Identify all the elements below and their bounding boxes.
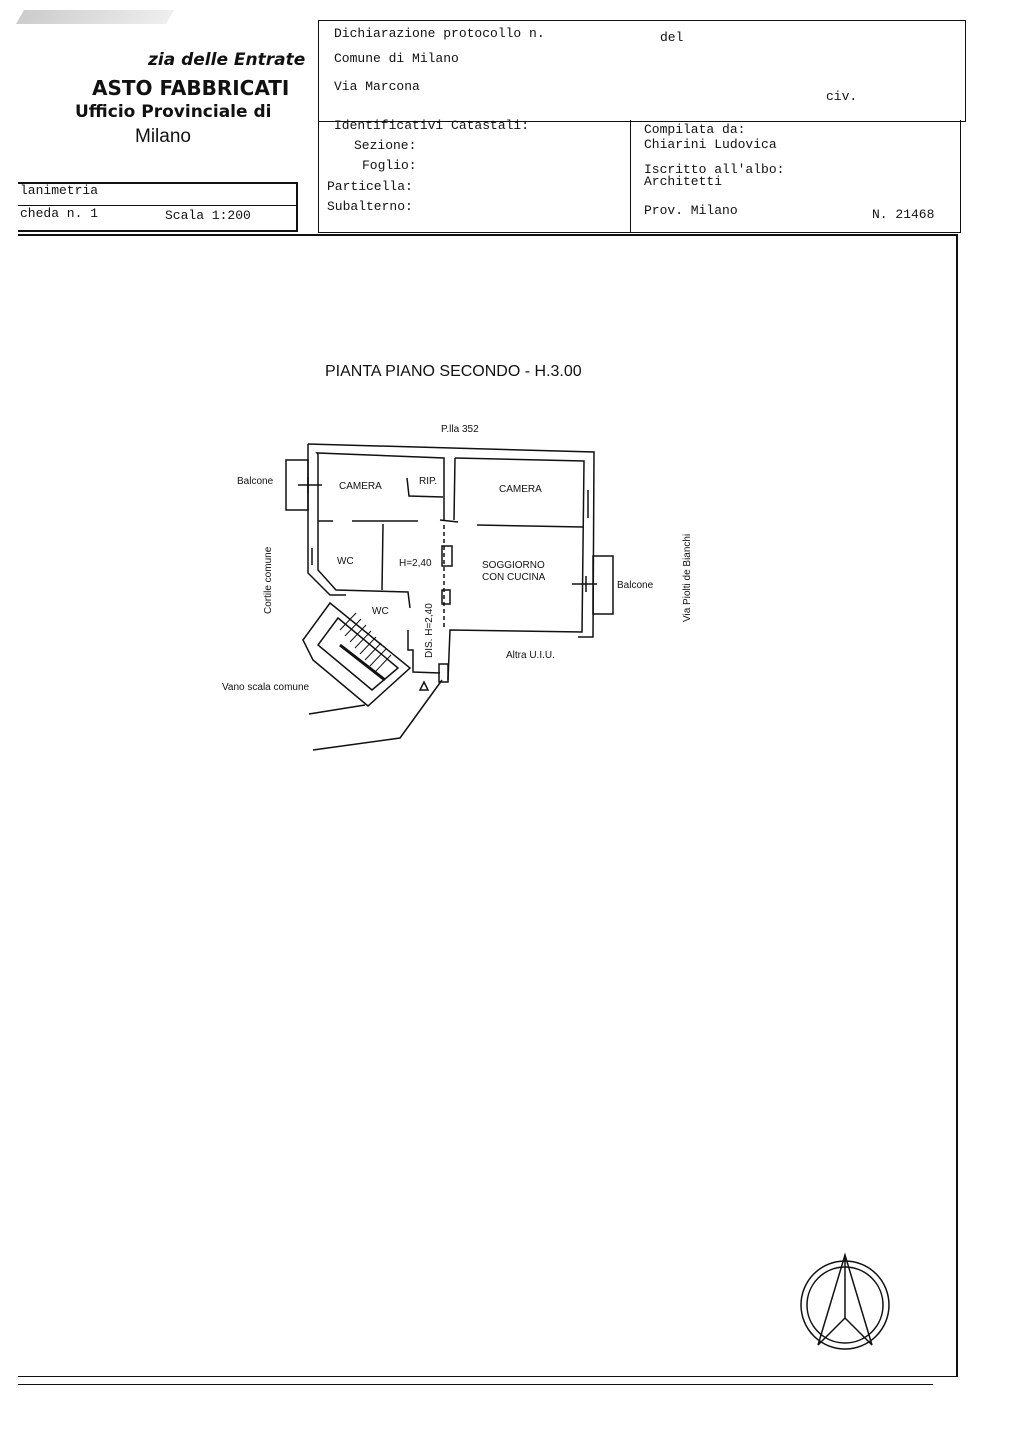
declaration-box: [318, 20, 966, 122]
room-rip: RIP.: [419, 476, 437, 487]
identificativi-label: Identificativi Catastali:: [334, 118, 530, 133]
plot-number: P.lla 352: [441, 424, 479, 435]
plan-type-divider: [18, 205, 296, 206]
agency-name: zia delle Entrate: [148, 50, 306, 70]
albo-value: Architetti: [644, 174, 723, 189]
via: Via Marcona: [334, 79, 420, 94]
subalterno-label: Subalterno:: [327, 199, 413, 214]
agency-office: Ufficio Provinciale di: [75, 102, 272, 122]
room-dis: DIS. H=2,40: [424, 603, 435, 658]
label-balcone-right: Balcone: [617, 580, 654, 591]
corridor-height: H=2,40: [399, 558, 432, 569]
room-soggiorno-1: SOGGIORNO: [482, 560, 545, 571]
cadastral-divider: [630, 120, 631, 232]
room-wc-upper: WC: [337, 556, 354, 567]
sezione-label: Sezione:: [354, 138, 417, 153]
province: Prov. Milano: [644, 203, 738, 218]
albo-label: Iscritto all'albo:: [644, 162, 785, 177]
label-street: Via Piolti de Bianchi: [682, 534, 693, 622]
protocol-label: Dichiarazione protocollo n.: [334, 26, 545, 41]
drawing-frame: [18, 234, 958, 1377]
label-vano-scala: Vano scala comune: [222, 682, 310, 693]
north-arrow-icon: [800, 1252, 890, 1350]
civ-label: civ.: [826, 89, 858, 104]
plan-type: lanimetria: [20, 183, 99, 198]
plan-title: PIANTA PIANO SECONDO - H.3.00: [325, 363, 582, 380]
comune: Comune di Milano: [334, 51, 459, 66]
agency-department: ASTO FABBRICATI: [92, 76, 290, 100]
label-balcone-left: Balcone: [237, 476, 274, 487]
compilata-label: Compilata da:: [644, 122, 746, 137]
particella-label: Particella:: [327, 179, 413, 194]
label-cortile: Cortile comune: [263, 546, 274, 614]
foglio-label: Foglio:: [362, 158, 417, 173]
cadastral-box: [318, 120, 961, 233]
plan-type-box: [18, 182, 298, 232]
agency-city: Milano: [135, 126, 191, 147]
room-soggiorno-2: CON CUCINA: [482, 572, 546, 583]
del-label: del: [660, 30, 684, 45]
compilata-name: Chiarini Ludovica: [644, 137, 777, 152]
label-altra-uiu: Altra U.I.U.: [506, 650, 555, 661]
room-wc-lower: WC: [372, 606, 389, 617]
registration-number: N. 21468: [872, 207, 935, 222]
room-camera-right: CAMERA: [499, 484, 542, 495]
room-camera-left: CAMERA: [339, 481, 382, 492]
scale: Scala 1:200: [165, 208, 251, 223]
walls: [285, 443, 614, 751]
frame-bottom-line: [18, 1384, 933, 1385]
scheda-number: cheda n. 1: [20, 206, 99, 221]
